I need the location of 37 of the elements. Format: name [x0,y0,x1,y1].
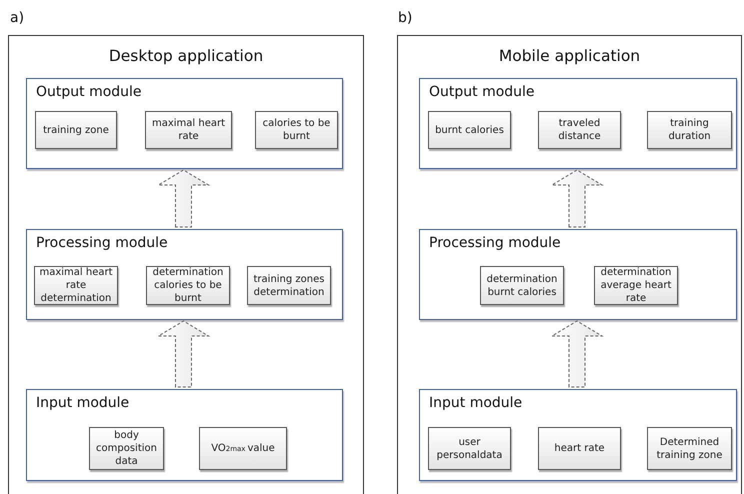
process-box: determination average heart rate [594,266,678,305]
process-box: training duration [647,111,732,149]
block-arrow [156,320,210,388]
process-box: maximal heart rate determination [34,266,118,305]
module-heading: Processing module [36,235,168,251]
module-heading: Input module [429,395,522,411]
process-box: determination burnt calories [480,266,564,305]
process-box: calories to be burnt [255,111,338,149]
module-panel [419,389,737,481]
process-box: training zone [35,111,117,149]
block-arrow [550,320,604,388]
process-box: heart rate [538,427,621,470]
block-arrow [550,169,604,228]
module-panel [26,78,343,169]
module-panel [26,389,343,481]
panel-letter: b) [398,10,412,26]
panel-letter: a) [10,10,24,26]
process-box: body composition data [89,427,164,470]
process-box: Determined training zone [647,427,732,470]
module-panel [419,229,737,320]
process-box: traveled distance [538,111,621,149]
module-heading: Output module [36,84,142,100]
block-arrow [156,169,210,228]
panel-title: Desktop application [108,47,264,65]
module-heading: Input module [36,395,130,411]
process-box: maximal heart rate [145,111,232,149]
process-box: user personaldata [428,427,511,470]
process-box: training zones determination [247,266,331,305]
module-panel [419,78,737,169]
application-panel [397,35,742,494]
application-panel [8,35,364,494]
module-heading: Output module [429,84,535,100]
process-box: burnt calories [428,111,511,149]
module-panel [26,229,343,320]
process-box: determination calories to be burnt [146,266,230,305]
module-heading: Processing module [429,235,561,251]
panel-title: Mobile application [498,47,642,65]
